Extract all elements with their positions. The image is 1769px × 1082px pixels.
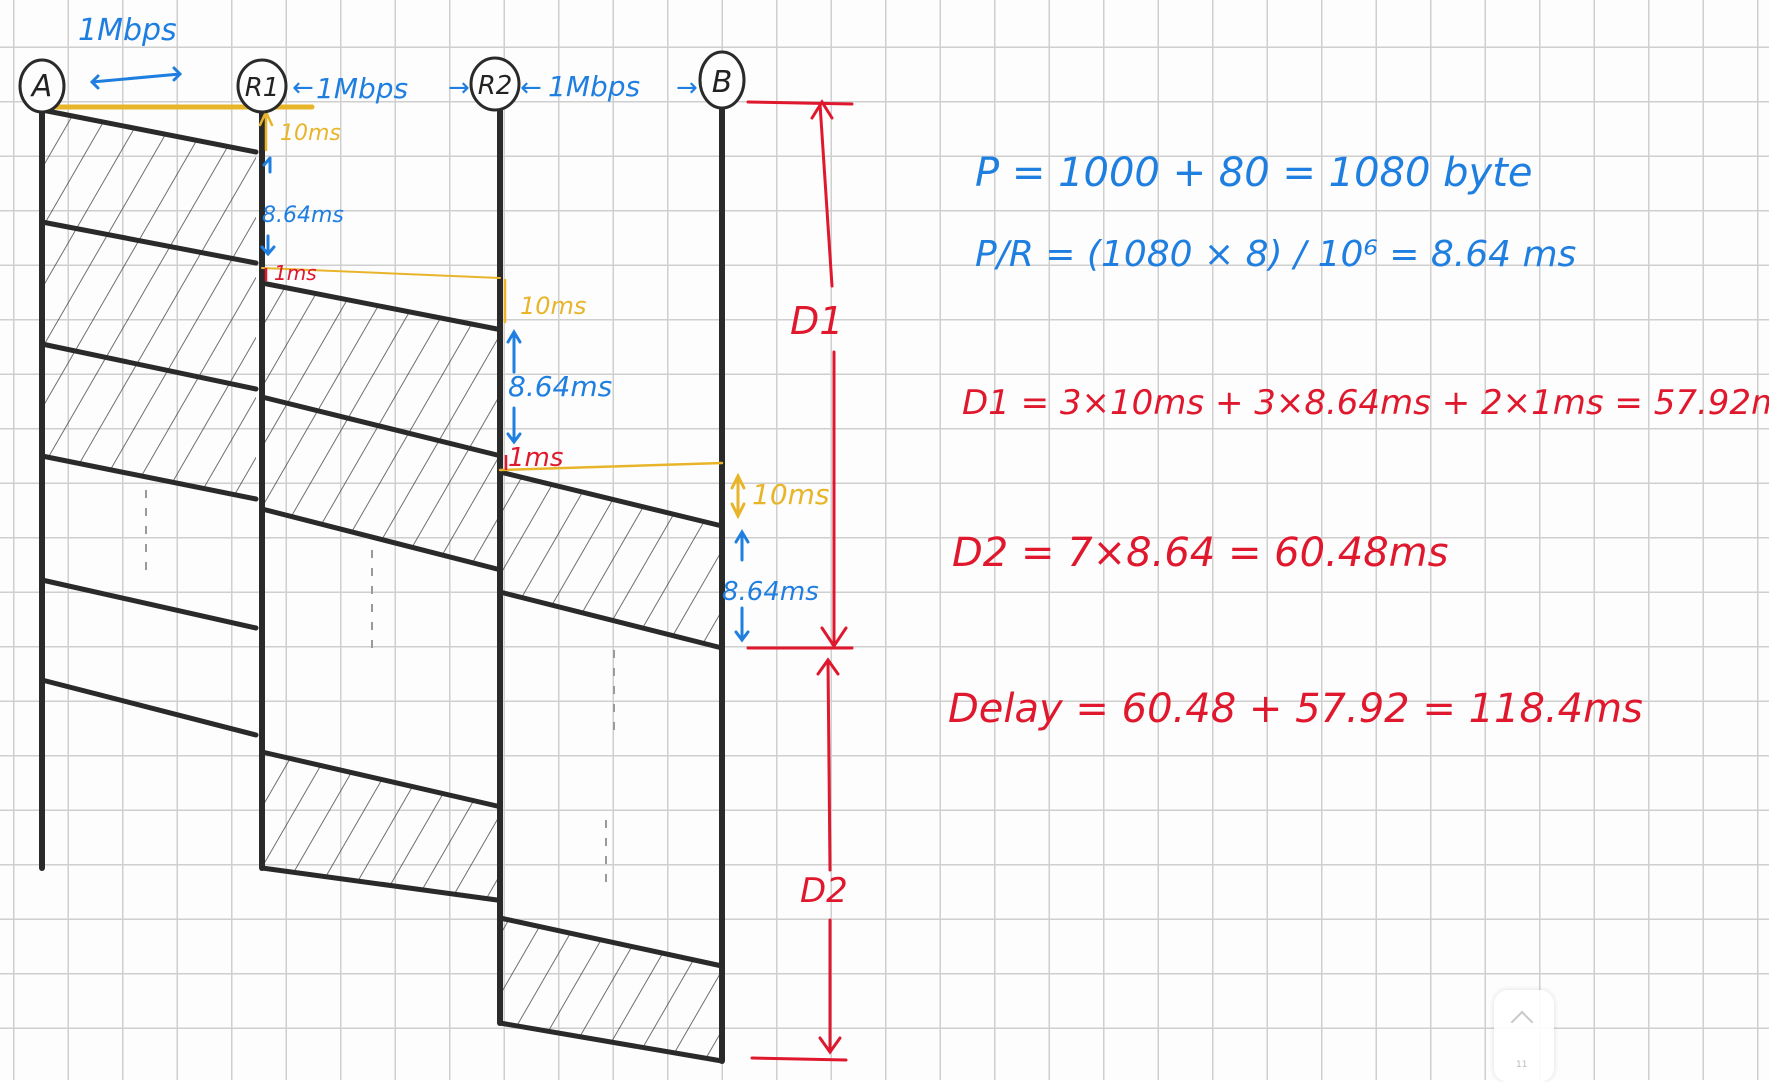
block-r1-r2-last: [262, 752, 497, 900]
block-r1-r2-pkt1: [262, 283, 497, 455]
d1-label: D1: [790, 299, 843, 343]
equation-total-delay: Delay = 60.48 + 57.92 = 118.4ms: [948, 686, 1643, 732]
link-rate-r1-r2: 1Mbps: [316, 72, 408, 105]
node-r2-circle: [469, 56, 521, 112]
node-r2-label: R2: [478, 71, 513, 101]
equation-transmission-time: P/R = (1080 × 8) / 10⁶ = 8.64 ms: [975, 234, 1576, 275]
node-a-label: A: [30, 69, 53, 104]
trans-label-2: 8.64ms: [508, 370, 612, 403]
svg-text:→: →: [676, 73, 698, 103]
block-r1-r2-pkt2: [262, 397, 497, 569]
block-a-r1-pkt3: [42, 344, 256, 499]
packet-blocks: [42, 110, 722, 1061]
proc-label-1: 1ms: [274, 261, 317, 285]
link-rate-a-r1: 1Mbps: [78, 13, 177, 48]
ellipsis-dashes: [145, 490, 615, 890]
link-rate-r2-b: 1Mbps: [548, 70, 640, 103]
svg-text:→: →: [448, 73, 470, 103]
transmission-markers: [89, 66, 750, 643]
svg-text:←: ←: [520, 73, 542, 103]
equation-d2: D2 = 7×8.64 = 60.48ms: [952, 530, 1448, 576]
equation-packet-size: P = 1000 + 80 = 1080 byte: [975, 150, 1533, 196]
trans-label-1: 8.64ms: [262, 203, 344, 228]
node-a-circle: [18, 58, 66, 114]
trans-label-3: 8.64ms: [722, 577, 819, 607]
proc-label-2: 1ms: [508, 443, 563, 473]
page-indicator: 11: [1516, 1060, 1528, 1070]
delay-brackets: [746, 99, 854, 1062]
equation-d1: D1 = 3×10ms + 3×8.64ms + 2×1ms = 57.92ms: [962, 383, 1769, 423]
svg-text:←: ←: [292, 73, 314, 103]
d2-label: D2: [800, 871, 848, 911]
node-circles: [18, 50, 746, 114]
scroll-to-top-button[interactable]: 11: [1494, 990, 1554, 1082]
node-timelines: [39, 97, 725, 1064]
node-b-label: B: [712, 65, 733, 100]
block-a-r1-pkt2: [42, 222, 256, 389]
node-r1-circle: [236, 58, 288, 114]
processing-markers: [264, 268, 508, 470]
packet-edges: [39, 107, 725, 1064]
prop-label-3: 10ms: [752, 478, 830, 511]
block-a-r1-pkt1: [42, 110, 256, 263]
chevron-up-icon: [1510, 1010, 1534, 1034]
prop-label-2: 10ms: [520, 292, 586, 320]
node-b-circle: [698, 50, 746, 110]
node-r1-label: R1: [245, 73, 280, 103]
prop-label-1: 10ms: [280, 121, 341, 146]
block-r2-b-last: [500, 918, 722, 1061]
